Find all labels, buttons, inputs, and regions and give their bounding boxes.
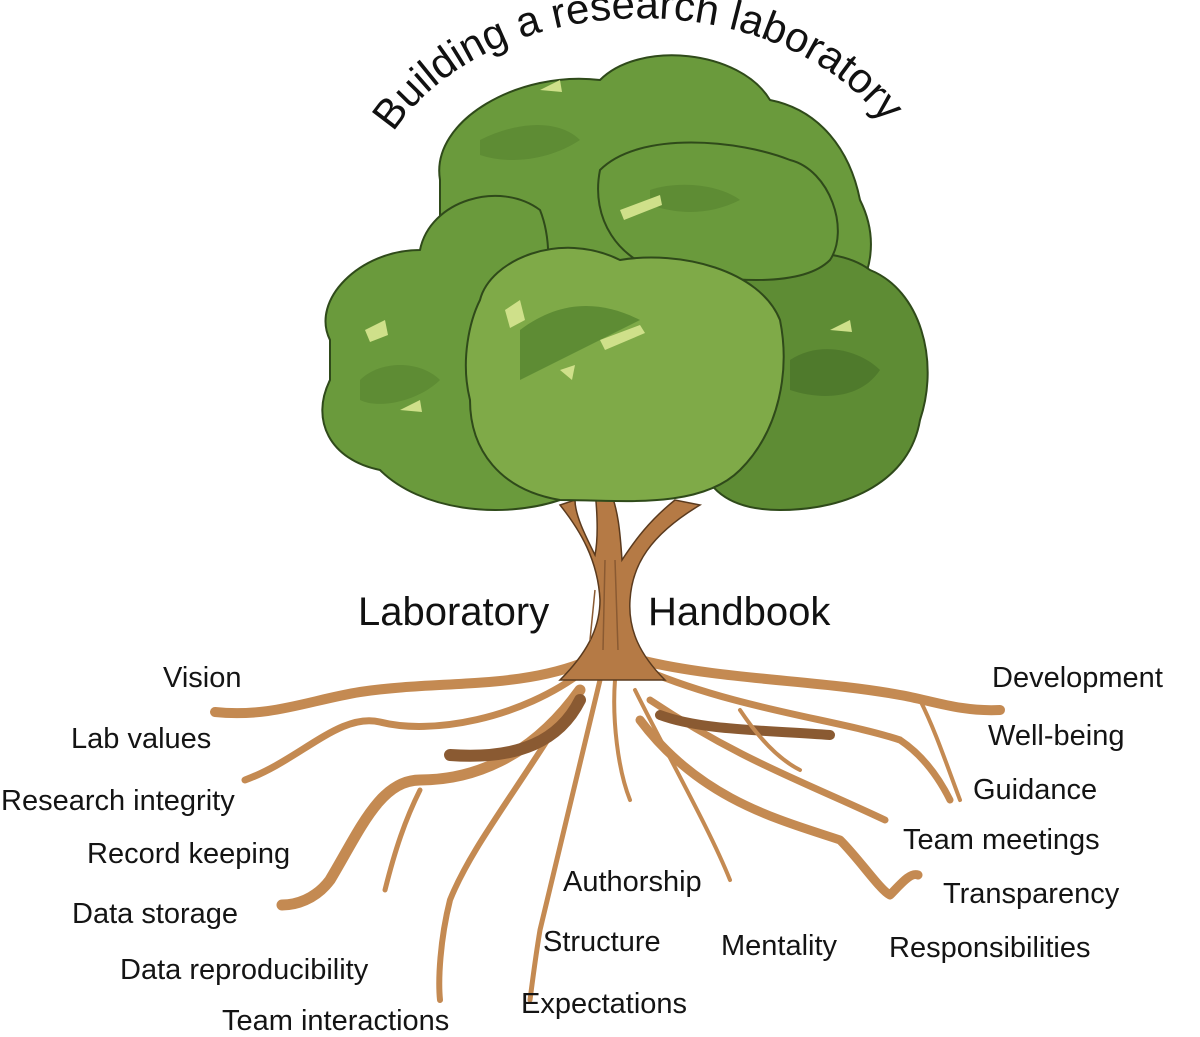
root-label: Record keeping xyxy=(87,838,291,870)
roots xyxy=(210,655,1005,1003)
root-center-left xyxy=(527,677,603,1003)
root-label: Mentality xyxy=(721,930,838,962)
root-guidance-branch xyxy=(738,708,802,772)
root-research xyxy=(276,684,586,911)
canopy-highlights xyxy=(365,80,852,412)
root-label: Well-being xyxy=(988,720,1125,752)
trunk-body xyxy=(558,489,703,681)
root-label: Transparency xyxy=(943,878,1120,910)
root-label: Team interactions xyxy=(222,1005,450,1037)
root-label: Authorship xyxy=(563,866,702,898)
trunk-label-left: Laboratory xyxy=(358,590,550,634)
root-label: Data reproducibility xyxy=(120,954,369,986)
root-label: Expectations xyxy=(521,988,688,1020)
root-label: Responsibilities xyxy=(889,932,1091,964)
trunk-grain xyxy=(589,559,619,651)
root-strands xyxy=(210,655,1005,1003)
canopy xyxy=(321,54,929,511)
root-label: Structure xyxy=(543,926,661,958)
root-label: Data storage xyxy=(72,898,239,930)
root-center-right xyxy=(633,688,732,882)
root-label: Development xyxy=(992,662,1163,694)
canopy-shading xyxy=(360,125,880,404)
root-team-meetings xyxy=(635,715,923,900)
root-label: Guidance xyxy=(973,774,1098,806)
root-well-being xyxy=(641,666,954,804)
root-label: Vision xyxy=(163,662,242,694)
root-vision xyxy=(210,655,595,719)
canopy-front xyxy=(464,246,785,503)
root-development xyxy=(635,655,1005,716)
root-center xyxy=(612,678,632,802)
root-label: Research integrity xyxy=(1,785,235,817)
root-label: Lab values xyxy=(71,723,212,755)
root-dark-right xyxy=(655,710,835,740)
root-dark-left xyxy=(444,694,586,762)
trunk xyxy=(558,489,703,681)
trunk-label-right: Handbook xyxy=(648,590,831,634)
root-label: Team meetings xyxy=(903,824,1100,856)
root-data-storage xyxy=(436,717,563,1003)
root-lab-values xyxy=(241,666,589,784)
root-transparency xyxy=(918,698,962,802)
root-record xyxy=(382,787,423,893)
